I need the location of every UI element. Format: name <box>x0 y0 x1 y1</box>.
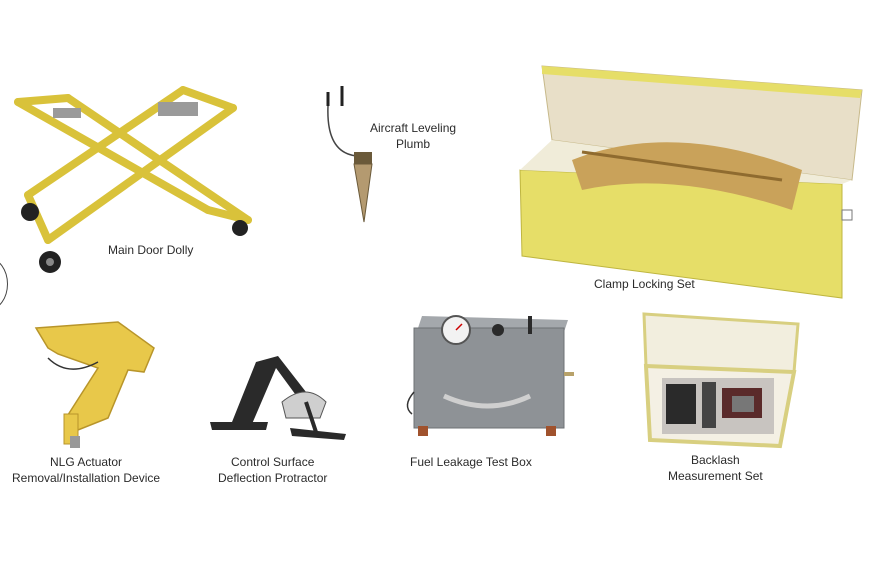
partial-circle-edge <box>0 258 8 310</box>
nlg-actuator-label-line1: NLG Actuator <box>50 455 123 469</box>
main-door-dolly-label: Main Door Dolly <box>108 243 194 257</box>
control-surface-item: Control Surface Deflection Protractor <box>206 352 356 492</box>
clamp-locking-set-image <box>519 65 863 299</box>
fuel-leakage-image <box>406 315 574 436</box>
leveling-plumb-label-line2: Plumb <box>396 137 431 151</box>
control-surface-label-line1: Control Surface <box>231 455 315 469</box>
backlash-label: Backlash Measurement Set <box>668 452 763 484</box>
leveling-plumb-label-line1: Aircraft Leveling <box>370 121 457 135</box>
clamp-locking-set-label: Clamp Locking Set <box>594 277 695 291</box>
leveling-plumb-image <box>326 86 373 223</box>
clamp-locking-set-item: Clamp Locking Set <box>512 60 868 300</box>
main-door-dolly-image <box>14 86 252 273</box>
control-surface-image <box>210 356 346 440</box>
fuel-leakage-label: Fuel Leakage Test Box <box>410 455 532 469</box>
nlg-actuator-label: NLG Actuator Removal/Installation Device <box>12 454 160 486</box>
nlg-actuator-image <box>34 321 155 448</box>
backlash-label-line1: Backlash <box>691 453 740 467</box>
main-door-dolly-item: Main Door Dolly <box>8 80 258 280</box>
backlash-image <box>642 312 800 449</box>
nlg-actuator-item: NLG Actuator Removal/Installation Device <box>8 318 180 490</box>
nlg-actuator-label-line2: Removal/Installation Device <box>12 471 161 485</box>
backlash-label-line2: Measurement Set <box>668 469 763 483</box>
fuel-leakage-item: Fuel Leakage Test Box <box>398 310 588 480</box>
leveling-plumb-item: Aircraft Leveling Plumb <box>318 84 478 234</box>
leveling-plumb-label: Aircraft Leveling Plumb <box>370 120 456 152</box>
control-surface-label: Control Surface Deflection Protractor <box>218 454 327 486</box>
control-surface-label-line2: Deflection Protractor <box>218 471 328 485</box>
backlash-item: Backlash Measurement Set <box>636 312 804 490</box>
